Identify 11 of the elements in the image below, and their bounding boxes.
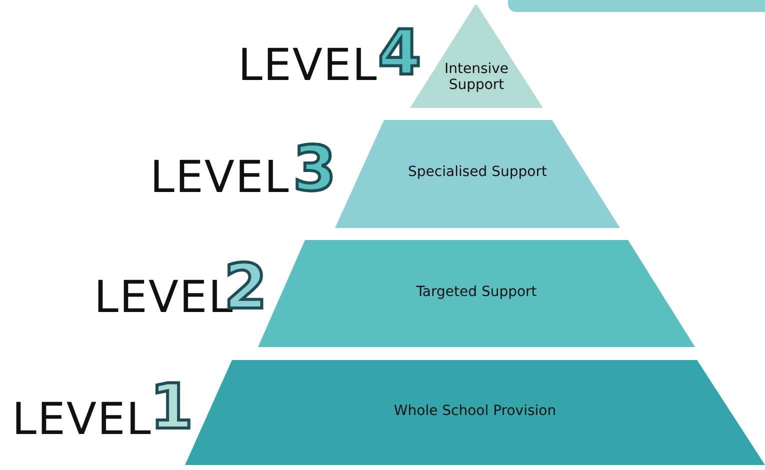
tier-label: Specialised Support xyxy=(407,164,548,180)
level-number: 3 xyxy=(293,138,336,200)
level-number: 1 xyxy=(150,376,194,438)
tier-label: Targeted Support xyxy=(415,284,538,300)
level-label: LEVEL xyxy=(150,156,290,200)
level-label: LEVEL xyxy=(12,398,152,442)
level-number: 4 xyxy=(378,22,422,84)
tier-label: Intensive Support xyxy=(443,61,510,93)
level-label: LEVEL xyxy=(238,44,378,88)
tier-label: Whole School Provision xyxy=(392,402,558,418)
pyramid-tier xyxy=(335,120,620,228)
